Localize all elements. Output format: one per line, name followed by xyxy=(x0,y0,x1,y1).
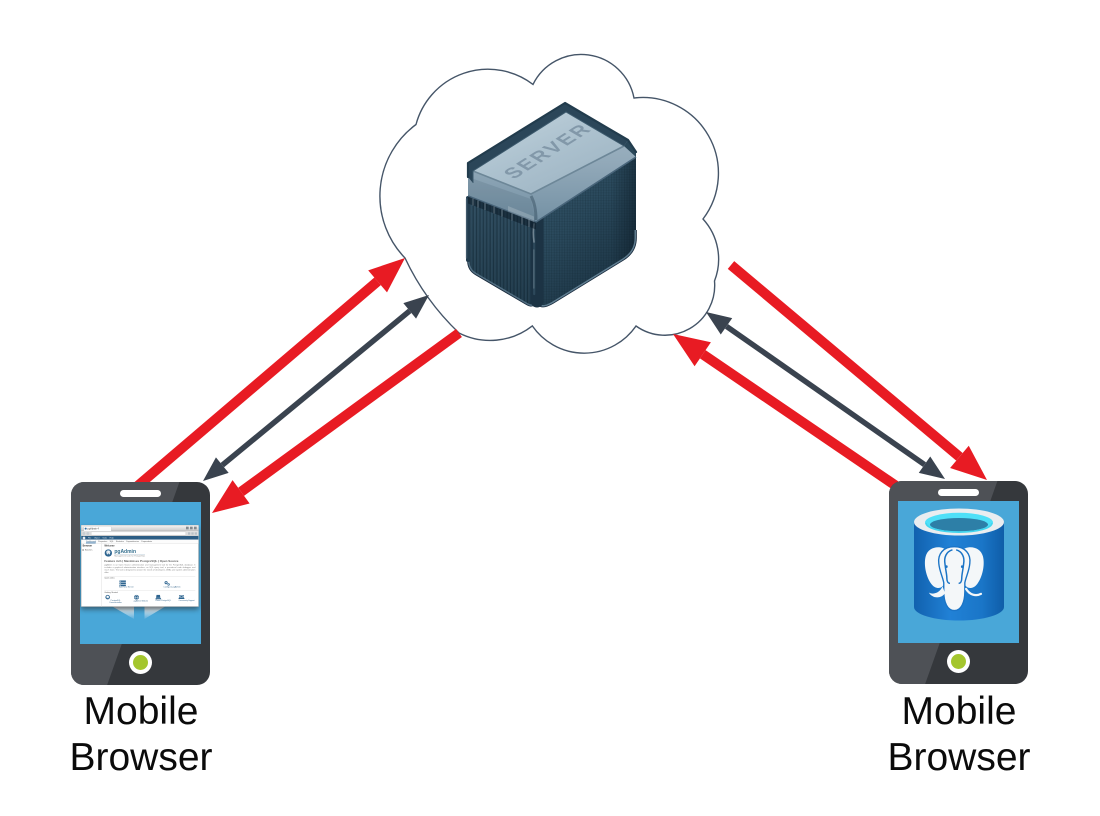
pgadmin-subtitle: Management tools for PostgreSQL xyxy=(114,554,146,557)
forward-icon[interactable] xyxy=(86,531,90,535)
browser-toolbar-icons xyxy=(187,532,197,535)
address-input[interactable] xyxy=(90,531,186,536)
quick-link-configure[interactable]: Configure pgAdmin xyxy=(163,580,181,588)
phone-home-button-inner-right xyxy=(951,654,966,669)
pgadmin-browser-tree: Browser ▶ Servers xyxy=(81,543,102,607)
menu-object[interactable]: Object xyxy=(93,536,100,539)
server-top-trim xyxy=(466,101,638,183)
tab-dependencies[interactable]: Dependencies xyxy=(126,540,140,543)
server-lid-skirt-shade xyxy=(468,177,536,222)
getting-started-heading: Getting Started xyxy=(104,590,196,594)
home-icon[interactable] xyxy=(191,532,194,535)
favorites-icon[interactable] xyxy=(187,532,191,535)
pgadmin-elephant-icon xyxy=(104,549,112,557)
server-icon: SERVER xyxy=(465,101,638,308)
cylinder-inside xyxy=(930,518,988,532)
maximize-icon[interactable] xyxy=(189,526,193,530)
gears-icon xyxy=(164,581,170,586)
menu-help[interactable]: Help xyxy=(109,536,114,539)
pgadmin-menubar: File Object Tools Help xyxy=(81,535,199,540)
tab-properties[interactable]: Properties xyxy=(98,540,108,543)
mobile-device-right xyxy=(889,481,1028,684)
people-icon xyxy=(178,595,185,599)
back-icon[interactable] xyxy=(82,531,86,535)
pgadmin-tabbar: Dashboard Properties SQL Statistics Depe… xyxy=(81,539,199,544)
server-gloss xyxy=(508,206,534,222)
tree-node-servers[interactable]: ▶ Servers xyxy=(82,548,93,551)
left-response-arrow xyxy=(212,328,462,513)
browser-tab-title: pgAdmin 4 xyxy=(87,527,99,530)
getting-started-docs[interactable]: PostgreSQL Documentation xyxy=(105,594,126,604)
phone-home-button-right[interactable] xyxy=(947,650,970,673)
right-response-arrow xyxy=(727,261,987,480)
phone-speaker-right xyxy=(938,489,979,496)
welcome-heading: Welcome xyxy=(104,544,115,548)
getting-started-support[interactable]: Community Support xyxy=(178,595,195,604)
browser-favicon xyxy=(84,527,87,530)
welcome-tagline: Feature rich | Maximises PostgreSQL | Op… xyxy=(104,559,179,563)
settings-icon[interactable] xyxy=(194,532,197,535)
window-controls[interactable] xyxy=(185,526,197,530)
postgresql-elephant-icon xyxy=(924,546,984,612)
left-exchange-arrow xyxy=(203,295,429,481)
network-arrows xyxy=(130,258,987,513)
getting-started-planet[interactable]: Planet PostgreSQL xyxy=(155,594,171,604)
server-right-face-shade xyxy=(536,157,636,307)
minimize-icon[interactable] xyxy=(185,526,189,530)
tab-sql[interactable]: SQL xyxy=(109,540,114,543)
browser-addressbar xyxy=(81,530,199,536)
screen-watermark xyxy=(111,606,166,619)
server-lid-corner xyxy=(529,195,538,221)
tab-statistics[interactable]: Statistics xyxy=(115,540,124,543)
tab-dependents[interactable]: Dependents xyxy=(141,540,153,543)
label-mobile-browser-right: Mobile Browser xyxy=(887,690,1031,779)
pgadmin-welcome-panel: Welcome pgAdmin Manage xyxy=(101,544,198,607)
close-icon[interactable] xyxy=(193,526,197,530)
laptop-icon xyxy=(155,594,162,600)
quick-link-add-server[interactable]: Add New Server xyxy=(119,580,134,588)
phone-speaker-left xyxy=(120,490,161,497)
quick-links-heading: Quick Links xyxy=(104,575,196,579)
phone-home-button-inner-left xyxy=(133,655,148,670)
welcome-paragraph: pgAdmin is an Open Source administration… xyxy=(104,563,196,574)
right-exchange-arrow xyxy=(706,312,945,479)
server-stack-icon xyxy=(119,580,127,587)
browser-tab[interactable]: pgAdmin 4 xyxy=(83,526,112,531)
phone-screen-left: pgAdmin 4 xyxy=(80,502,201,644)
label-mobile-browser-left: Mobile Browser xyxy=(69,690,213,779)
right-request-arrow xyxy=(673,334,908,497)
menu-tools[interactable]: Tools xyxy=(102,536,108,539)
server-vent-lines xyxy=(468,196,536,230)
pgadmin-logo-icon xyxy=(82,536,86,540)
mobile-device-left: pgAdmin 4 xyxy=(71,482,210,685)
phone-screen-right xyxy=(898,501,1019,643)
server-lid-edge xyxy=(472,145,625,195)
server-top-face xyxy=(473,112,624,194)
getting-started-website[interactable]: pgAdmin Website xyxy=(134,594,148,604)
tab-dashboard[interactable]: Dashboard xyxy=(85,540,96,543)
menu-file[interactable]: File xyxy=(87,536,92,539)
left-request-arrow xyxy=(130,258,405,493)
pgadmin-wordmark: pgAdmin xyxy=(114,549,146,555)
postgresql-docs-icon xyxy=(105,594,110,600)
postgresql-database-logo xyxy=(914,508,1004,621)
phone-home-button-left[interactable] xyxy=(129,651,152,674)
tree-title: Browser xyxy=(82,544,93,547)
server-lid-seam xyxy=(467,156,637,223)
cylinder-inner-rim xyxy=(925,522,993,533)
browser-window: pgAdmin 4 xyxy=(81,525,199,607)
globe-icon xyxy=(134,594,139,600)
browser-titlebar: pgAdmin 4 xyxy=(81,525,199,531)
